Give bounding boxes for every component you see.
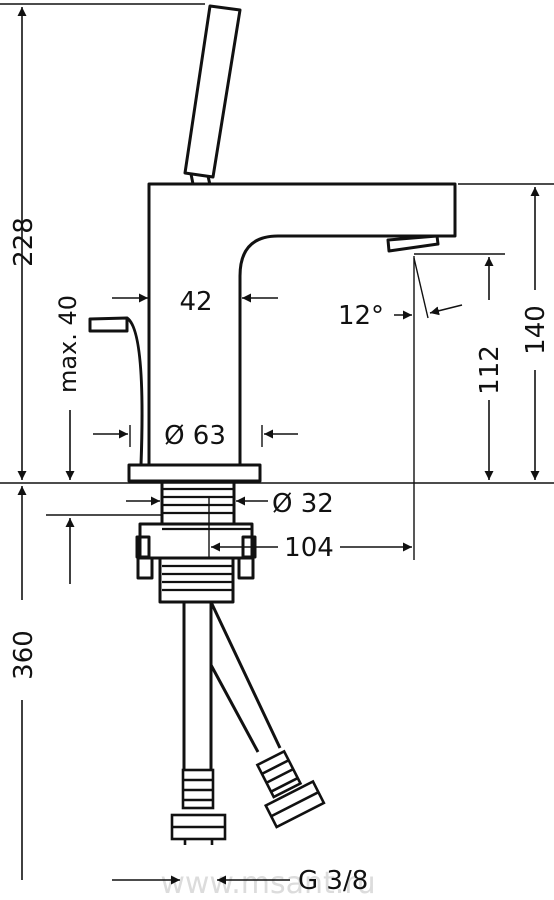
popup-rod (88, 316, 129, 333)
base-plate (127, 463, 262, 483)
dim-140: 140 (521, 305, 551, 355)
threaded-shank (160, 479, 236, 526)
dim-104: 104 (284, 533, 334, 563)
dim-12-deg: 12° (338, 301, 384, 331)
hose-connector-right (255, 749, 326, 829)
dim-diameter-63: Ø 63 (164, 421, 226, 451)
dim-228: 228 (9, 217, 39, 267)
dim-112: 112 (475, 345, 505, 395)
hose-connector-left (170, 768, 227, 845)
watermark: www.msant.ru (160, 866, 375, 900)
dim-max-40: max. 40 (54, 295, 82, 393)
hose-right (209, 664, 260, 753)
extension-lines (0, 3, 554, 560)
dim-diameter-32: Ø 32 (272, 489, 334, 519)
faucet-outline (88, 4, 457, 770)
dim-360: 360 (9, 630, 39, 680)
lower-cylinder (158, 556, 235, 604)
shank-threads (162, 487, 252, 592)
aerator (386, 234, 440, 253)
faucet-body (147, 182, 457, 467)
dim-42: 42 (179, 287, 212, 317)
dim-g-3-8: G 3/8 (298, 866, 368, 896)
lever-handle (183, 4, 242, 179)
dimension-lines (17, 7, 540, 885)
